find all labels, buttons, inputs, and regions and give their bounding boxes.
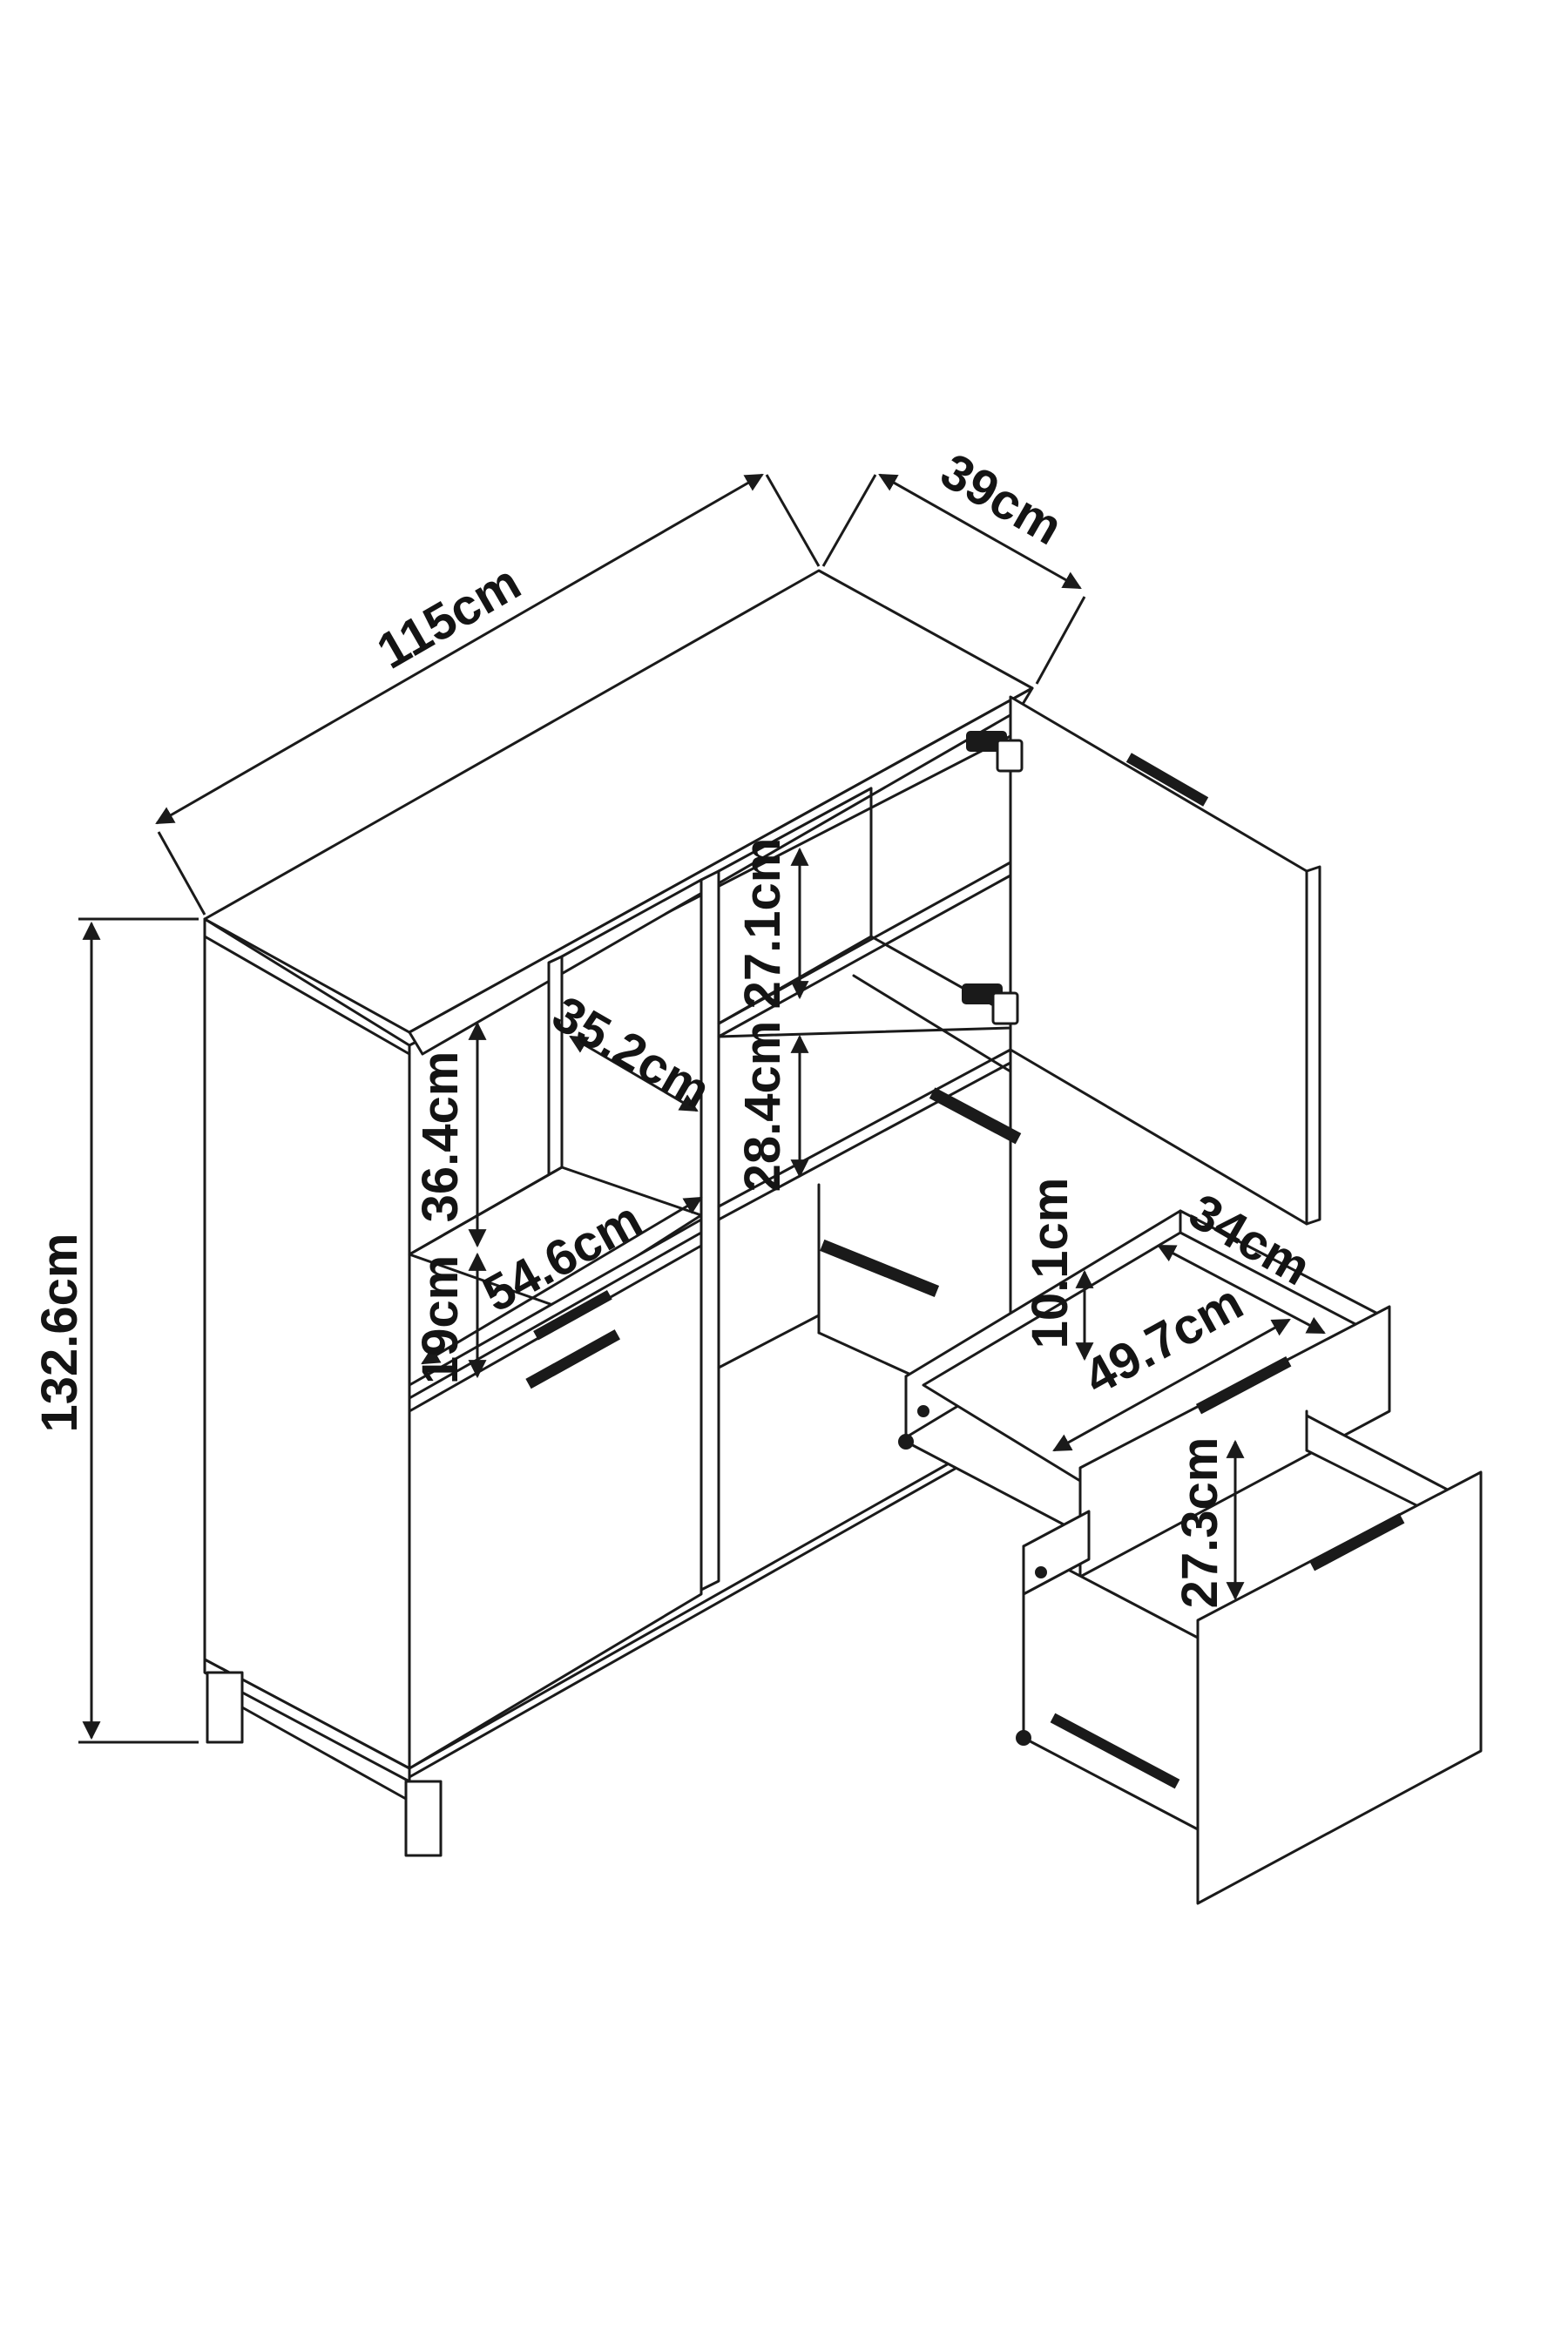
lower-drawer-wheel — [1016, 1730, 1031, 1746]
leg-rail — [240, 1706, 408, 1801]
label-lower-shelf-height: 19cm — [412, 1255, 469, 1384]
inner-bottom-shelf — [717, 1314, 821, 1369]
right-lower-shelf-edge — [717, 1061, 1012, 1221]
label-height: 132.6cm — [31, 1233, 88, 1433]
leg-center-front — [404, 1780, 443, 1857]
drawer-slide-upper — [929, 1087, 1022, 1145]
top-edge-front — [203, 935, 411, 1056]
ext-width-left — [157, 831, 206, 916]
lower-drawer-slide — [1050, 1713, 1180, 1789]
lower-drawer-screw — [1035, 1566, 1047, 1578]
center-divider — [700, 869, 720, 1592]
dim-depth — [878, 473, 1082, 590]
label-depth: 39cm — [931, 443, 1071, 556]
ext-depth-left — [821, 474, 877, 567]
right-door-handle — [1125, 753, 1209, 807]
dim-drawer-depth — [1157, 1244, 1326, 1335]
right-lower-shelf-front — [717, 1048, 1012, 1208]
open-right-door — [962, 695, 1321, 1226]
lower-drawer-handle — [1308, 1513, 1405, 1571]
lower-drawer — [1016, 1409, 1483, 1905]
left-cell-divider — [547, 955, 564, 1198]
back-top-left — [560, 878, 703, 958]
drawer-slide-lower — [820, 1239, 940, 1298]
label-upper-right-shelf: 27.1cm — [734, 838, 791, 1010]
right-upper-shelf-edge — [717, 874, 1012, 1038]
dim-width — [155, 473, 764, 825]
hinge-lower — [962, 983, 1019, 1025]
dim-drawer-width — [1052, 1318, 1291, 1452]
dimension-lines — [78, 473, 1326, 1744]
plinth-front — [408, 1436, 1012, 1779]
upper-drawer — [898, 1209, 1391, 1578]
dim-open-cell-depth — [569, 1035, 699, 1112]
leg-left-front — [206, 1671, 244, 1744]
label-lower-right-shelf: 28.4cm — [734, 1021, 791, 1193]
hinge-upper — [966, 731, 1024, 773]
label-open-cell-height: 36.4cm — [412, 1051, 469, 1223]
ext-width-right — [765, 474, 821, 567]
right-shelf-depth — [852, 974, 1012, 1073]
label-bottom-drawer-height: 27.3cm — [1172, 1437, 1228, 1609]
lower-drawer-front — [1196, 1470, 1483, 1905]
inner-floor-depth — [817, 1331, 916, 1378]
ext-depth-right — [1035, 596, 1086, 685]
right-upper-shelf-front — [717, 861, 1012, 1025]
left-side-panel — [203, 917, 411, 1770]
label-drawer-height: 10.1cm — [1022, 1178, 1078, 1349]
label-width: 115cm — [368, 554, 530, 680]
upper-drawer-wheel — [898, 1434, 914, 1450]
back-top-right — [717, 787, 873, 873]
right-door-edge — [1305, 865, 1321, 1226]
label-open-cell-depth: 35.2cm — [543, 985, 720, 1120]
upper-drawer-screw — [917, 1405, 929, 1417]
